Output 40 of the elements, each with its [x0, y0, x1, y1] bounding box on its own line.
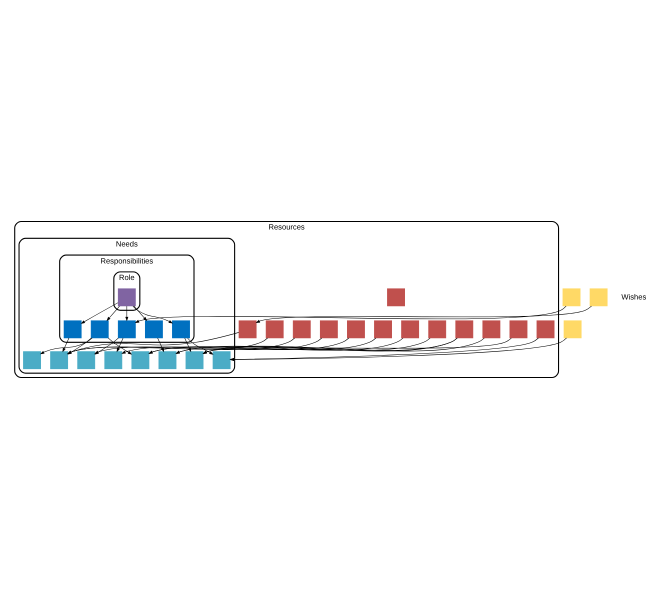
- node-box: [118, 320, 136, 338]
- arrow: [116, 337, 124, 352]
- node-box: [401, 320, 420, 338]
- arrow: [134, 305, 148, 321]
- node-box: [77, 350, 96, 369]
- node-box: [158, 350, 176, 369]
- node-box: [23, 350, 41, 369]
- node-box: [590, 288, 608, 306]
- node-box: [186, 350, 204, 369]
- node-box: [292, 320, 311, 338]
- node-box: [104, 350, 122, 369]
- arrow: [125, 305, 128, 321]
- node-box: [562, 288, 580, 306]
- arrow: [80, 302, 118, 324]
- arrow: [62, 337, 70, 352]
- node-box: [118, 288, 136, 306]
- node-box: [455, 320, 474, 338]
- node-box: [212, 350, 231, 369]
- node-box: [64, 320, 82, 338]
- arrow: [106, 305, 120, 321]
- arrow: [108, 337, 132, 354]
- node-box: [320, 320, 338, 338]
- node-box: [172, 320, 190, 338]
- arrow: [132, 305, 173, 324]
- arrow: [134, 305, 566, 322]
- node-box: [238, 320, 257, 338]
- node-box: [536, 320, 554, 338]
- node-box: [374, 320, 392, 338]
- node-box: [50, 350, 68, 369]
- node-box: [510, 320, 528, 338]
- node-box: [387, 288, 405, 306]
- node-box: [347, 320, 365, 338]
- node-box: [90, 320, 109, 338]
- arrow: [256, 305, 592, 322]
- node-box: [144, 320, 163, 338]
- node-box: [428, 320, 446, 338]
- node-box: [266, 320, 284, 338]
- node-box: [564, 320, 582, 338]
- node-box: [131, 350, 150, 369]
- node-box: [482, 320, 500, 338]
